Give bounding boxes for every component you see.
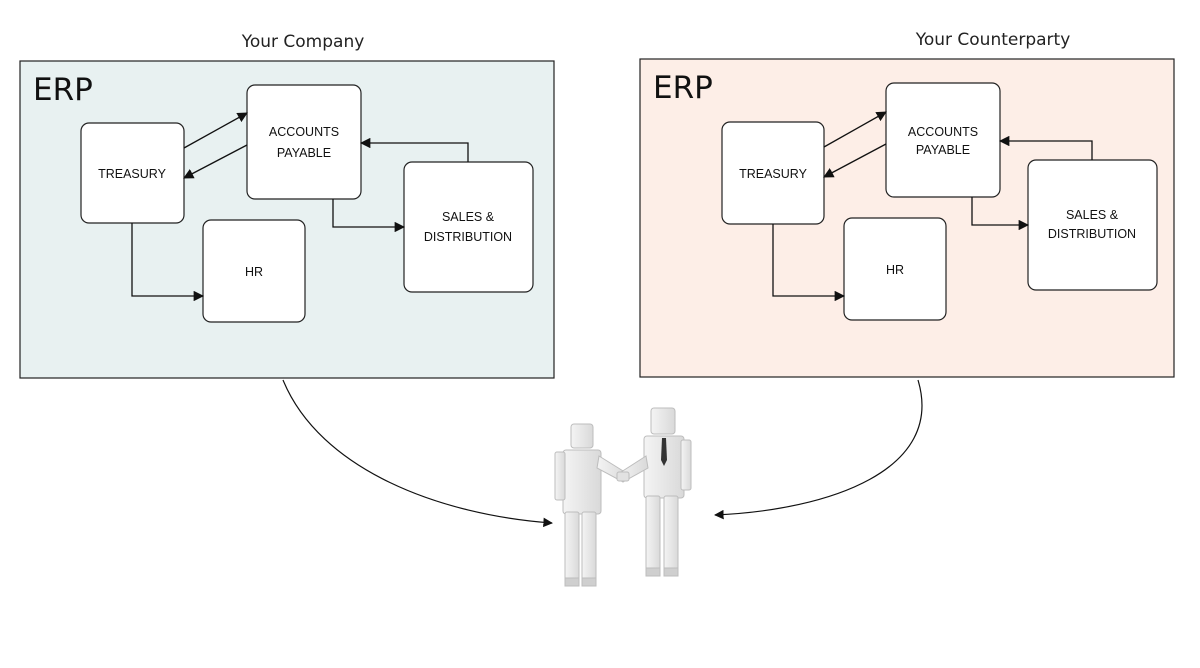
company-edge-treasury-to-hr xyxy=(131,223,205,302)
counterparty-title: Your Counterparty xyxy=(915,30,1071,50)
company-erp-label: ERP xyxy=(33,72,93,108)
counterparty-treasury-label: TREASURY xyxy=(739,167,808,181)
company-edge-sales-to-ap xyxy=(359,137,469,162)
company-title: Your Company xyxy=(241,32,365,52)
company-hr-label: HR xyxy=(245,265,263,279)
counterparty-accounts-payable-label-line2: PAYABLE xyxy=(916,143,970,157)
company-section: Your Company ERP TREASURY ACCOUNTS PAYAB… xyxy=(19,32,555,379)
company-sales-distribution-label-line2: DISTRIBUTION xyxy=(424,230,512,244)
counterparty-accounts-payable-box xyxy=(885,82,1001,198)
counterparty-hr-label: HR xyxy=(886,263,904,277)
right-person-figure xyxy=(617,407,692,577)
clasped-hands xyxy=(616,471,630,482)
counterparty-edge-sales-to-ap xyxy=(998,135,1093,160)
counterparty-sales-distribution-label-line1: SALES & xyxy=(1066,208,1119,222)
counterparty-edge-treasury-to-ap xyxy=(823,111,887,148)
company-edge-ap-to-sales xyxy=(332,199,406,233)
counterparty-erp-label: ERP xyxy=(653,70,713,106)
counterparty-to-handshake-arrow xyxy=(714,379,923,520)
counterparty-section: Your Counterparty ERP TREASURY ACCOUNTS … xyxy=(639,30,1175,378)
counterparty-sales-distribution-box xyxy=(1027,159,1158,291)
company-edge-ap-to-treasury xyxy=(183,144,248,179)
company-sales-distribution-box xyxy=(403,161,534,293)
counterparty-edge-treasury-to-hr xyxy=(772,224,846,302)
counterparty-accounts-payable-label-line1: ACCOUNTS xyxy=(908,125,978,139)
company-accounts-payable-label-line2: PAYABLE xyxy=(277,146,331,160)
company-accounts-payable-label-line1: ACCOUNTS xyxy=(269,125,339,139)
company-edge-treasury-to-ap xyxy=(183,112,248,149)
counterparty-hr-box xyxy=(843,217,947,321)
handshake-people-icon xyxy=(554,407,692,587)
company-to-handshake-arrow xyxy=(282,379,553,528)
company-sales-distribution-label-line1: SALES & xyxy=(442,210,495,224)
left-person-figure xyxy=(554,423,629,587)
counterparty-edge-ap-to-sales xyxy=(971,197,1030,231)
company-hr-box xyxy=(202,219,306,323)
counterparty-sales-distribution-label-line2: DISTRIBUTION xyxy=(1048,227,1136,241)
company-treasury-label: TREASURY xyxy=(98,167,167,181)
tie-icon xyxy=(661,438,667,466)
company-accounts-payable-box xyxy=(246,84,362,200)
counterparty-edge-ap-to-treasury xyxy=(823,143,887,178)
